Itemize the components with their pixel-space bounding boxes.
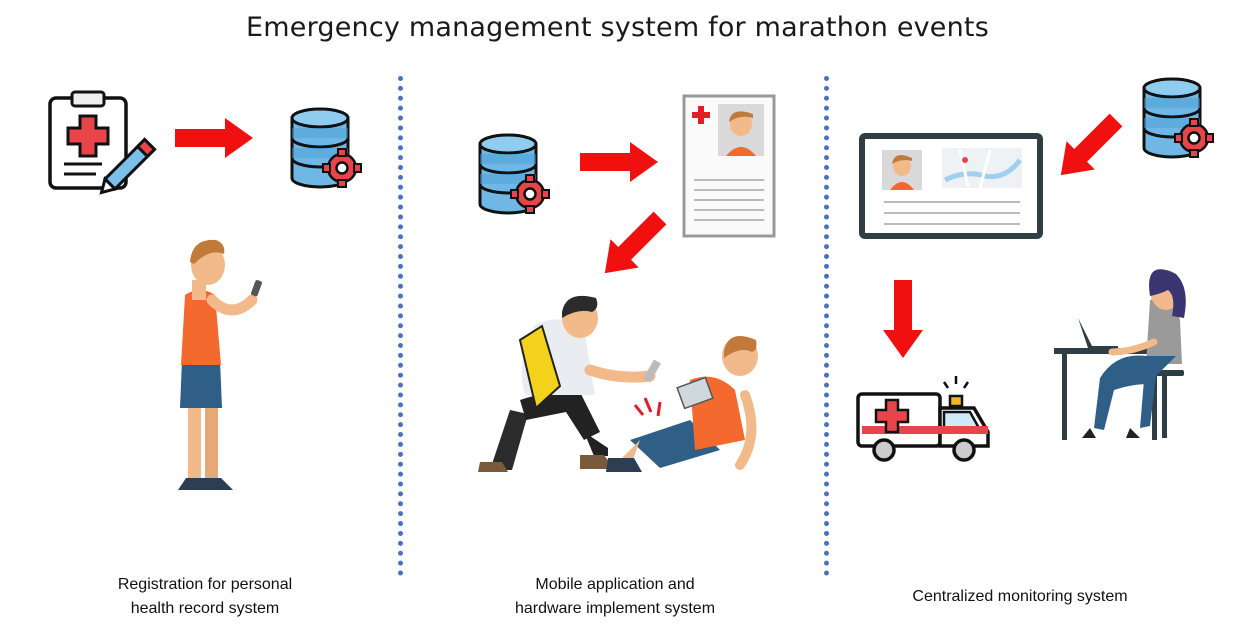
runner-with-phone <box>178 239 262 490</box>
monitor-map-icon <box>859 133 1043 239</box>
caption-centralized-monitoring: Centralized monitoring system <box>880 585 1160 609</box>
database-gear-icon <box>478 133 551 215</box>
first-aid-scene <box>478 295 758 472</box>
medical-clipboard-icon <box>48 90 157 195</box>
caption-mobile-application: Mobile application and hardware implemen… <box>470 573 760 621</box>
red-arrow-icon <box>1046 105 1131 190</box>
database-gear-icon <box>1142 77 1215 159</box>
divider-left <box>398 76 403 576</box>
operator-at-desk <box>1054 269 1186 440</box>
caption-line: hardware implement system <box>514 600 716 617</box>
red-arrow-icon <box>590 203 675 288</box>
ambulance-icon <box>856 376 990 462</box>
runner-profile-card-icon <box>682 94 776 238</box>
database-gear-icon <box>290 107 363 189</box>
caption-line: Registration for personal <box>117 576 293 593</box>
caption-line: Centralized monitoring system <box>912 588 1128 605</box>
red-arrow-icon <box>883 280 923 358</box>
red-arrow-icon <box>580 142 658 182</box>
red-arrow-icon <box>175 118 253 158</box>
caption-line: health record system <box>130 600 280 617</box>
caption-line: Mobile application and <box>535 576 695 593</box>
caption-registration: Registration for personal health record … <box>70 573 340 621</box>
diagram-title: Emergency management system for marathon… <box>246 12 989 43</box>
divider-right <box>824 76 829 576</box>
